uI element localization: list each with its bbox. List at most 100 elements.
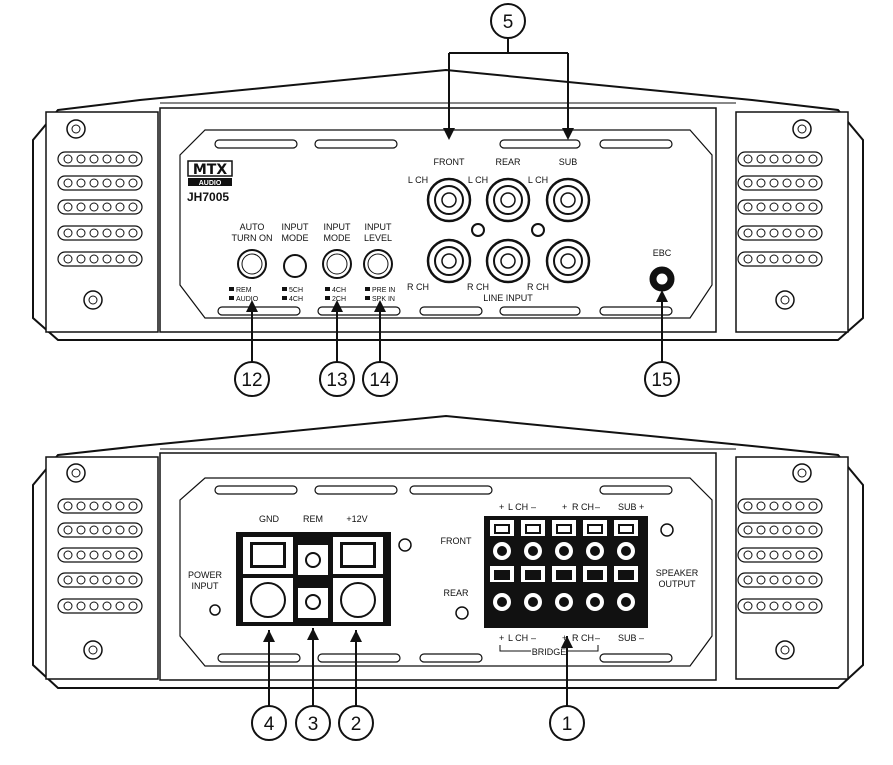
input-mode-2-label-1: INPUT bbox=[324, 222, 352, 232]
rca-lch-label-3: L CH bbox=[528, 175, 548, 185]
front-panel: MTX AUDIO JH7005 AUTO TURN ON INPUT MODE… bbox=[32, 68, 864, 341]
speaker-terminal-column[interactable] bbox=[521, 520, 545, 611]
rca-lch-label-2: L CH bbox=[468, 175, 488, 185]
rca-rch-label-3: R CH bbox=[527, 282, 549, 292]
rca-rch-label-1: R CH bbox=[407, 282, 429, 292]
model-label: JH7005 bbox=[187, 190, 229, 204]
top-rch-label: R CH bbox=[572, 502, 594, 512]
input-level-label-2: LEVEL bbox=[364, 233, 392, 243]
callout-bubbles: 5 12 13 14 15 4 3 2 bbox=[234, 3, 680, 741]
callouts bbox=[246, 38, 668, 706]
rem-terminal[interactable] bbox=[298, 545, 328, 618]
rca-jack-rear-r[interactable] bbox=[485, 238, 531, 284]
bottom-minus-l-label: – bbox=[531, 633, 536, 643]
rear-right-heatsink bbox=[735, 456, 849, 680]
auto-turn-on-label-1: AUTO bbox=[240, 222, 265, 232]
callout-3-number: 3 bbox=[308, 714, 319, 735]
bridge-label: BRIDGE bbox=[532, 647, 567, 657]
pos-5ch-label: 5CH bbox=[289, 287, 303, 294]
top-sub-label: SUB + bbox=[618, 502, 644, 512]
rear-output-label: REAR bbox=[443, 588, 469, 598]
speaker-terminal-column[interactable] bbox=[614, 520, 638, 611]
rca-lch-label-1: L CH bbox=[408, 175, 428, 185]
rca-ground-screw bbox=[471, 223, 485, 237]
power-input-label-2: INPUT bbox=[192, 581, 220, 591]
bottom-sub-label: SUB – bbox=[618, 633, 644, 643]
front-left-heatsink bbox=[45, 111, 159, 333]
callout-14-number: 14 bbox=[369, 370, 391, 391]
callout-15-number: 15 bbox=[651, 370, 672, 391]
callout-2-number: 2 bbox=[351, 714, 362, 735]
top-plus-l-label: + bbox=[499, 502, 504, 512]
screw-icon bbox=[66, 119, 86, 139]
ebc-jack[interactable] bbox=[649, 266, 675, 292]
callout-5-leader bbox=[448, 38, 569, 138]
screw-icon bbox=[775, 290, 795, 310]
rca-jack-sub-l[interactable] bbox=[545, 177, 591, 223]
top-minus-r-label: – bbox=[595, 502, 600, 512]
screw-icon bbox=[792, 119, 812, 139]
switch-position-labels: REM AUDIO 5CH 4CH 4CH 2CH PRE IN SPK IN bbox=[229, 287, 395, 303]
screw-icon bbox=[775, 640, 795, 660]
pos-rem-label: REM bbox=[236, 287, 252, 294]
input-mode-switch-2[interactable] bbox=[322, 249, 352, 279]
callout-4: 4 bbox=[251, 705, 287, 741]
pos-pre-in-label: PRE IN bbox=[372, 287, 395, 294]
callout-12: 12 bbox=[234, 361, 270, 397]
callout-13: 13 bbox=[319, 361, 355, 397]
screw-icon bbox=[398, 538, 412, 552]
bottom-rch-label: R CH bbox=[572, 633, 594, 643]
rca-rear-label: REAR bbox=[495, 157, 521, 167]
brand-sub-text: AUDIO bbox=[199, 180, 222, 187]
speaker-terminal-column[interactable] bbox=[490, 520, 514, 611]
callout-5-number: 5 bbox=[503, 12, 514, 33]
screw-icon bbox=[792, 463, 812, 483]
speaker-terminal-block[interactable] bbox=[484, 516, 648, 628]
speaker-terminal-column[interactable] bbox=[552, 520, 576, 611]
callout-1-number: 1 bbox=[562, 714, 573, 735]
speaker-output-label-2: OUTPUT bbox=[659, 579, 697, 589]
screw-icon bbox=[209, 604, 221, 616]
input-mode-switch-1[interactable] bbox=[283, 254, 307, 278]
power-terminal-block[interactable] bbox=[236, 532, 391, 626]
auto-turn-on-switch[interactable] bbox=[237, 249, 267, 279]
rca-jack-front-r[interactable] bbox=[426, 238, 472, 284]
rca-jacks[interactable] bbox=[426, 177, 591, 284]
rear-inner-bezel bbox=[179, 477, 713, 667]
callout-15: 15 bbox=[644, 361, 680, 397]
rca-jack-rear-l[interactable] bbox=[485, 177, 531, 223]
gnd-terminal[interactable] bbox=[243, 537, 293, 622]
callout-3: 3 bbox=[295, 705, 331, 741]
top-plus-r-label: + bbox=[562, 502, 567, 512]
screw-icon bbox=[455, 606, 469, 620]
auto-turn-on-label-2: TURN ON bbox=[232, 233, 273, 243]
screw-icon bbox=[66, 463, 86, 483]
power-input-label-1: POWER bbox=[188, 570, 223, 580]
ebc-label: EBC bbox=[653, 248, 672, 258]
rear-left-heatsink bbox=[45, 456, 159, 680]
brand-logo-text: MTX bbox=[193, 162, 227, 178]
screw-icon bbox=[83, 640, 103, 660]
pos-2ch-label: 2CH bbox=[332, 296, 346, 303]
rca-jack-sub-r[interactable] bbox=[545, 238, 591, 284]
gnd-label: GND bbox=[259, 514, 280, 524]
line-input-label: LINE INPUT bbox=[483, 293, 533, 303]
front-output-label: FRONT bbox=[441, 536, 472, 546]
input-mode-1-label-1: INPUT bbox=[282, 222, 310, 232]
rca-front-label: FRONT bbox=[434, 157, 465, 167]
pos-4ch-label-a: 4CH bbox=[289, 296, 303, 303]
rca-ground-screw bbox=[531, 223, 545, 237]
pos-audio-label: AUDIO bbox=[236, 296, 259, 303]
pos-4ch-label-b: 4CH bbox=[332, 287, 346, 294]
input-mode-2-label-2: MODE bbox=[324, 233, 351, 243]
speaker-terminal-column[interactable] bbox=[583, 520, 607, 611]
rear-panel: GND REM +12V POWER INPUT bbox=[32, 414, 864, 689]
plus12v-terminal[interactable] bbox=[333, 537, 383, 622]
callout-13-number: 13 bbox=[326, 370, 347, 391]
input-level-switch[interactable] bbox=[363, 249, 393, 279]
plus12v-label: +12V bbox=[346, 514, 367, 524]
rca-jack-front-l[interactable] bbox=[426, 177, 472, 223]
callout-5: 5 bbox=[490, 3, 526, 39]
